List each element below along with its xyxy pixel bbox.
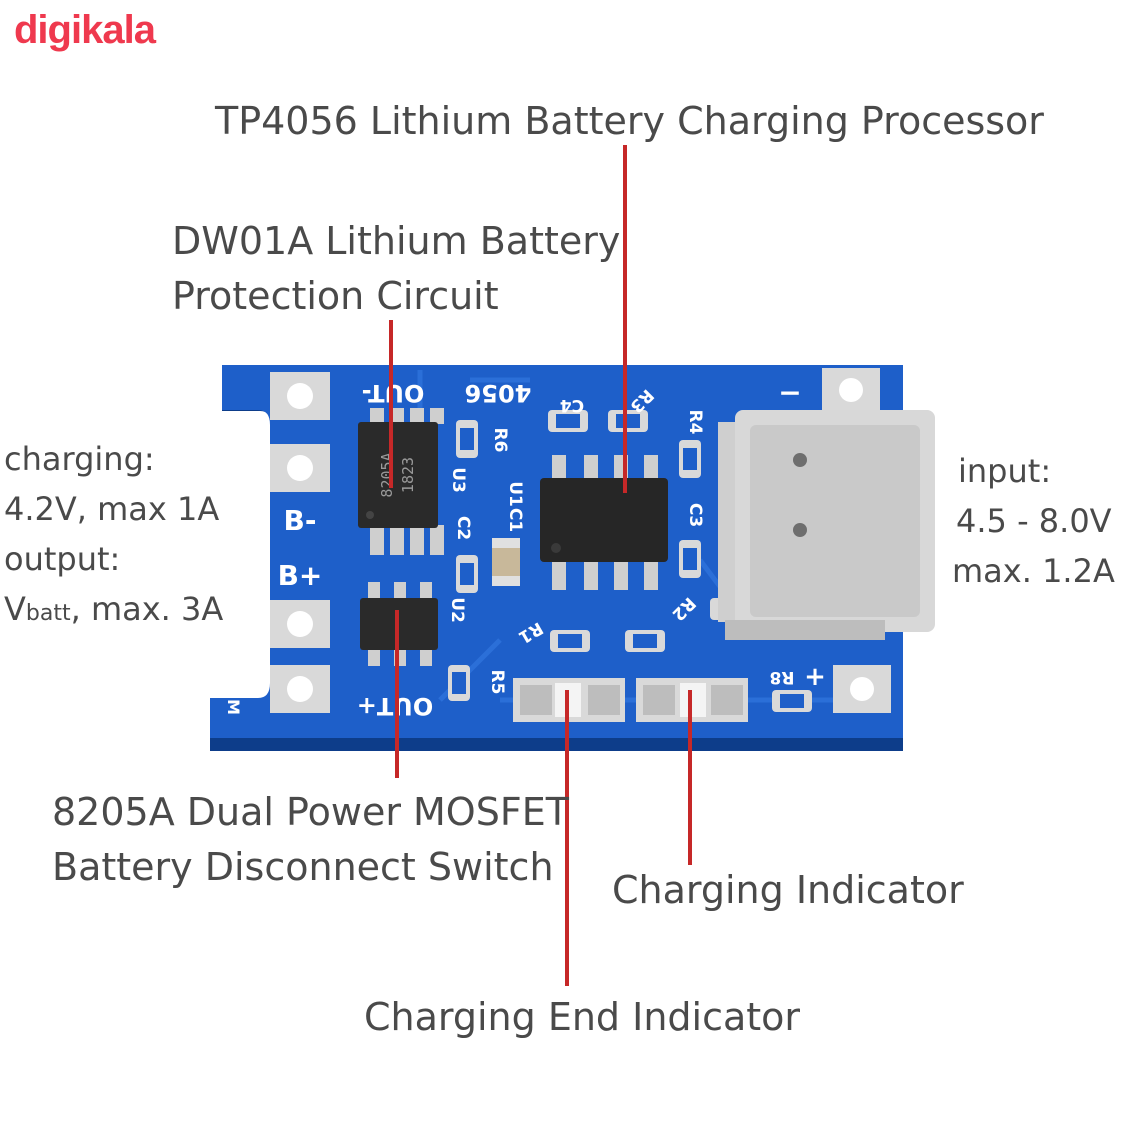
spec-charging-label: charging: — [4, 440, 155, 478]
left-pads — [270, 372, 330, 713]
pointer-protection — [389, 320, 393, 488]
pointer-processor — [623, 145, 627, 493]
silk-ref-c3: C3 — [685, 503, 705, 527]
callout-charging-end-indicator-line-1: Charging End Indicator — [364, 995, 801, 1039]
silk-ref-c2: C2 — [453, 516, 473, 540]
silk-ref-u3: U3 — [448, 467, 468, 493]
silk-plus: + — [804, 662, 826, 692]
spec-output-sub: batt — [25, 601, 71, 626]
silk-ref-u2: U2 — [447, 597, 467, 623]
callout-protection-line-1: DW01A Lithium Battery — [172, 219, 621, 263]
spec-output-value: Vbatt, max. 3A — [4, 584, 223, 639]
callout-charging-indicator: Charging Indicator — [612, 863, 964, 918]
callout-processor-line-1: TP4056 Lithium Battery Charging Processo… — [215, 99, 1044, 143]
callout-processor: TP4056 Lithium Battery Charging Processo… — [215, 94, 1044, 149]
usb-c-connector — [718, 410, 935, 640]
callout-mosfet: 8205A Dual Power MOSFET Battery Disconne… — [52, 785, 569, 895]
callout-charging-indicator-line-1: Charging Indicator — [612, 868, 964, 912]
indicator-leds — [513, 678, 748, 722]
callout-protection: DW01A Lithium Battery Protection Circuit — [172, 214, 620, 324]
spec-left: charging: 4.2V, max 1A output: Vbatt, ma… — [4, 434, 223, 639]
silk-ref-r6: R6 — [490, 428, 510, 453]
tp4056-ic — [540, 455, 668, 590]
silk-corner-mark: M — [224, 699, 243, 715]
silk-b-plus: B+ — [278, 559, 323, 592]
silk-ref-c1: C1 — [505, 508, 525, 532]
spec-input-range: 4.5 - 8.0V — [956, 502, 1112, 540]
spec-output-prefix: V — [4, 590, 26, 628]
silk-minus: − — [778, 376, 801, 409]
silk-board-id: 4056 — [465, 379, 532, 407]
spec-output-suffix: , max. 3A — [70, 590, 224, 628]
pointer-mosfet — [395, 610, 399, 778]
protection-ic: 8205A 1823 — [358, 408, 444, 555]
callout-protection-line-2: Protection Circuit — [172, 274, 499, 318]
silk-ref-c4: C4 — [560, 395, 584, 415]
silk-ref-r8: R8 — [770, 667, 795, 687]
silk-ref-u1: U1 — [505, 481, 525, 507]
pointer-charging-end-indicator — [565, 690, 569, 986]
mosfet-ic — [360, 582, 438, 666]
spec-output-label: output: — [4, 540, 121, 578]
callout-charging-end-indicator: Charging End Indicator — [364, 990, 800, 1045]
callout-mosfet-line-2: Battery Disconnect Switch — [52, 845, 554, 889]
protection-ic-marking-1: 8205A — [378, 452, 396, 497]
passive-components — [448, 410, 812, 712]
spec-input-max: max. 1.2A — [952, 552, 1115, 590]
callout-mosfet-line-1: 8205A Dual Power MOSFET — [52, 790, 569, 834]
protection-ic-marking-2: 1823 — [399, 457, 417, 493]
mounting-holes — [822, 368, 891, 713]
silk-out-minus: OUT- — [362, 379, 425, 407]
silk-ref-r5: R5 — [487, 670, 507, 695]
spec-right: input: 4.5 - 8.0V max. 1.2A — [952, 446, 1115, 596]
pointer-charging-indicator — [688, 690, 692, 865]
digikala-logo: digikala — [14, 8, 156, 52]
spec-charging-value: 4.2V, max 1A — [4, 490, 220, 528]
silk-b-minus: B- — [284, 504, 317, 537]
silk-ref-r4: R4 — [685, 410, 705, 435]
spec-input-label: input: — [958, 452, 1052, 490]
